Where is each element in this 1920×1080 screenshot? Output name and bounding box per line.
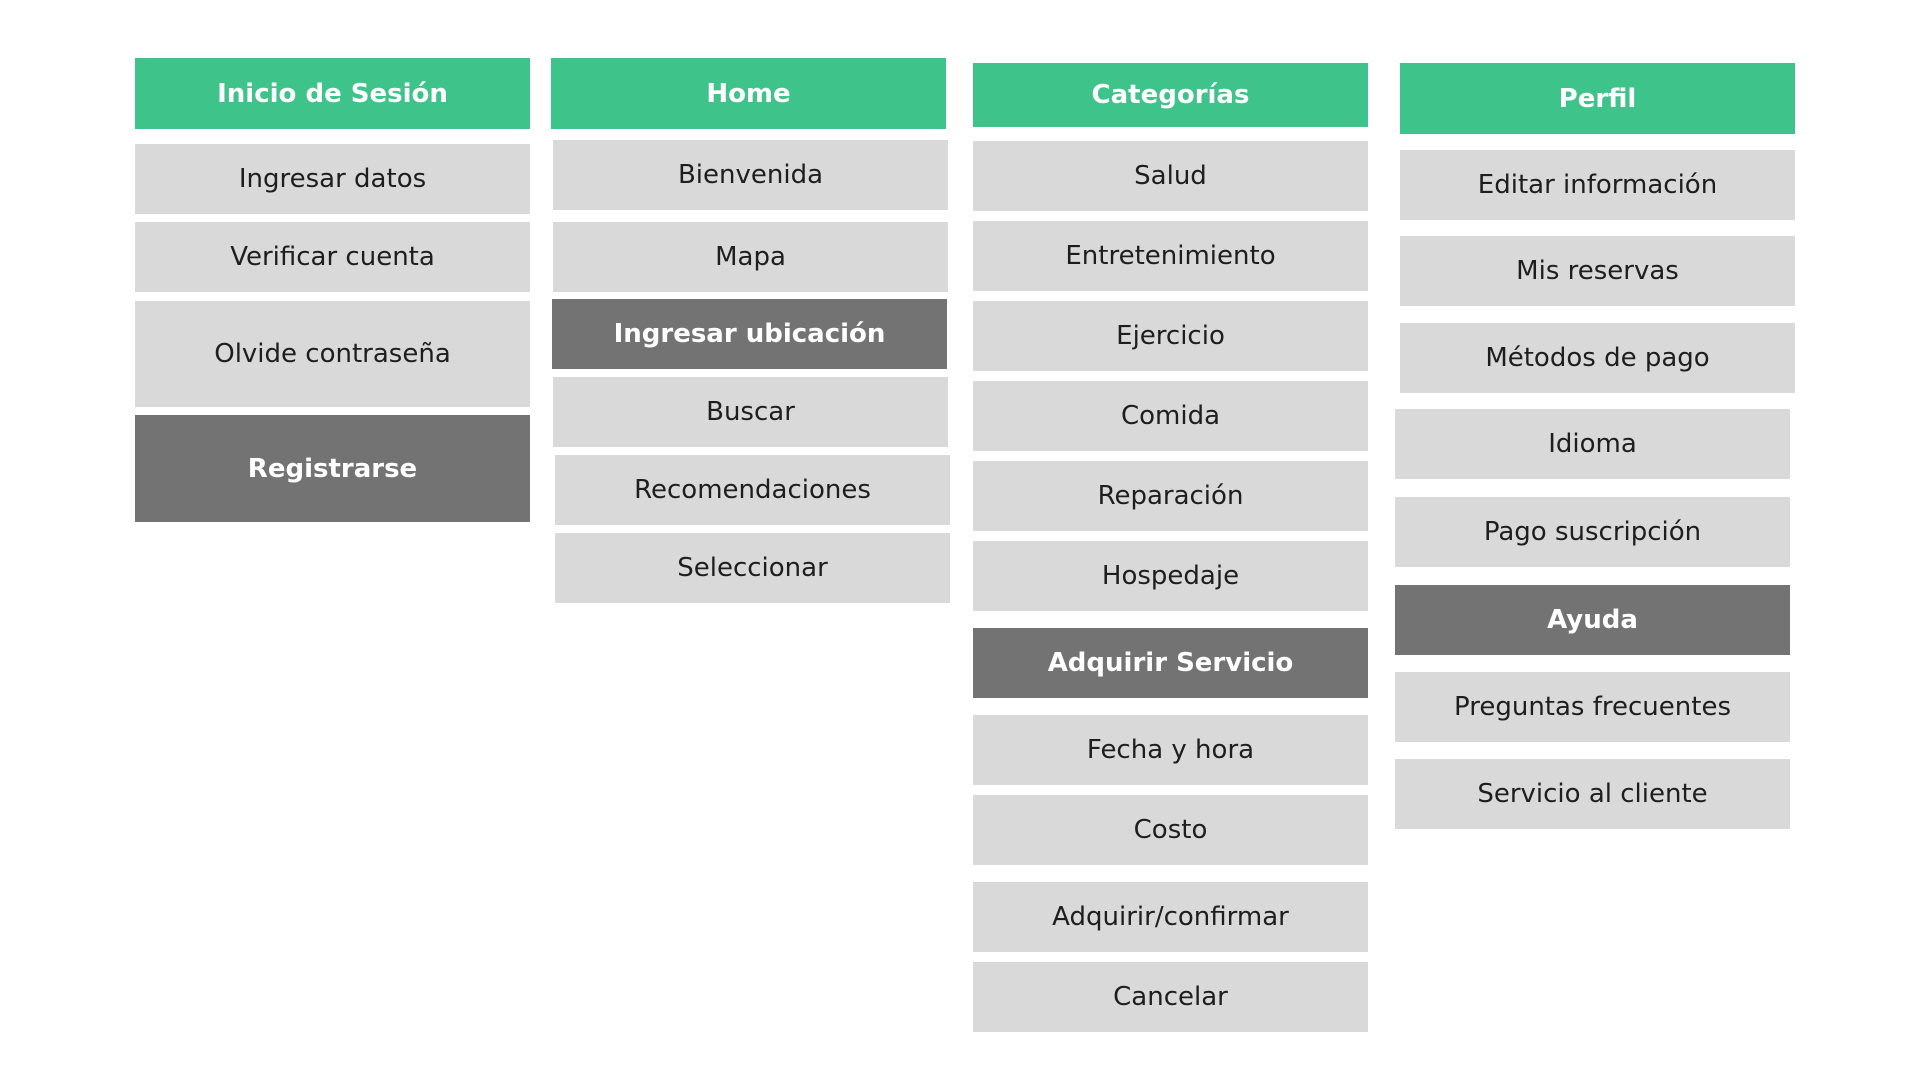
item-idioma[interactable]: Idioma bbox=[1395, 409, 1790, 479]
item-preguntas-frecuentes[interactable]: Preguntas frecuentes bbox=[1395, 672, 1790, 742]
item-comida[interactable]: Comida bbox=[973, 381, 1368, 451]
header-categorias[interactable]: Categorías bbox=[973, 63, 1368, 127]
item-cancelar[interactable]: Cancelar bbox=[973, 962, 1368, 1032]
item-ingresar-datos[interactable]: Ingresar datos bbox=[135, 144, 530, 214]
item-hospedaje[interactable]: Hospedaje bbox=[973, 541, 1368, 611]
section-ingresar-ubicacion[interactable]: Ingresar ubicación bbox=[552, 299, 947, 369]
header-inicio-sesion[interactable]: Inicio de Sesión bbox=[135, 58, 530, 129]
section-adquirir-servicio[interactable]: Adquirir Servicio bbox=[973, 628, 1368, 698]
section-ayuda[interactable]: Ayuda bbox=[1395, 585, 1790, 655]
item-ejercicio[interactable]: Ejercicio bbox=[973, 301, 1368, 371]
header-home[interactable]: Home bbox=[551, 58, 946, 129]
item-entretenimiento[interactable]: Entretenimiento bbox=[973, 221, 1368, 291]
item-salud[interactable]: Salud bbox=[973, 141, 1368, 211]
item-olvide-contrasena[interactable]: Olvide contraseña bbox=[135, 301, 530, 407]
item-recomendaciones[interactable]: Recomendaciones bbox=[555, 455, 950, 525]
item-buscar[interactable]: Buscar bbox=[553, 377, 948, 447]
item-editar-informacion[interactable]: Editar información bbox=[1400, 150, 1795, 220]
item-mis-reservas[interactable]: Mis reservas bbox=[1400, 236, 1795, 306]
item-costo[interactable]: Costo bbox=[973, 795, 1368, 865]
item-metodos-pago[interactable]: Métodos de pago bbox=[1400, 323, 1795, 393]
item-pago-suscripcion[interactable]: Pago suscripción bbox=[1395, 497, 1790, 567]
item-adquirir-confirmar[interactable]: Adquirir/confirmar bbox=[973, 882, 1368, 952]
item-servicio-cliente[interactable]: Servicio al cliente bbox=[1395, 759, 1790, 829]
item-bienvenida[interactable]: Bienvenida bbox=[553, 140, 948, 210]
item-mapa[interactable]: Mapa bbox=[553, 222, 948, 292]
item-reparacion[interactable]: Reparación bbox=[973, 461, 1368, 531]
item-seleccionar[interactable]: Seleccionar bbox=[555, 533, 950, 603]
item-fecha-hora[interactable]: Fecha y hora bbox=[973, 715, 1368, 785]
section-registrarse[interactable]: Registrarse bbox=[135, 415, 530, 522]
header-perfil[interactable]: Perfil bbox=[1400, 63, 1795, 134]
item-verificar-cuenta[interactable]: Verificar cuenta bbox=[135, 222, 530, 292]
